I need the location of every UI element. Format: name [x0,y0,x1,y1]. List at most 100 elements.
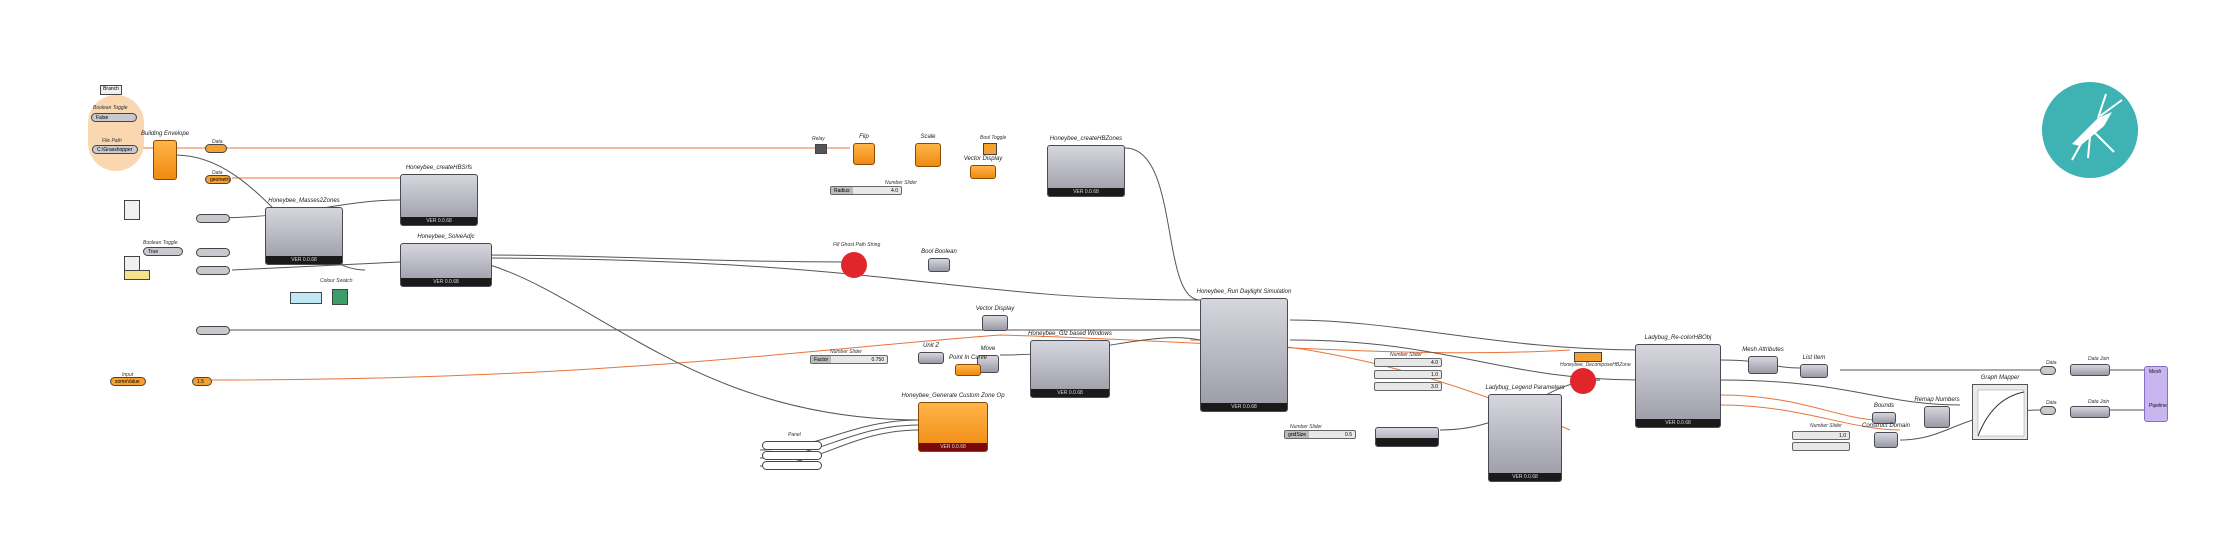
data-param[interactable] [205,144,227,153]
data-title: Data [2046,360,2057,366]
error-marker [841,252,867,278]
boolean-toggle-label: Boolean Toggle [143,240,178,246]
toggle-label: Boolean Toggle [93,105,128,111]
input-param[interactable]: someValue [110,377,146,386]
version-footer: VER 0.0.68 [1031,389,1109,397]
graph-mapper[interactable]: Graph Mapper [1972,375,2028,440]
number-slider[interactable]: gridSize 0.5 [1284,430,1356,439]
version-footer: VER 0.0.68 [919,443,987,451]
tiny-component[interactable] [1375,427,1439,447]
point-in-curve-component[interactable]: Point In Curve [949,355,987,376]
data-param[interactable]: 1.5 [192,377,212,386]
version-footer: VER 0.0.68 [266,256,342,264]
fill-ids-label: Fill Ghost Path String [833,242,881,248]
building-envelope-component[interactable]: Building Envelope [141,131,189,180]
version-footer: VER 0.0.68 [401,278,491,286]
data-param[interactable]: geometry [205,175,231,184]
version-footer: VER 0.0.68 [401,217,477,225]
remap-numbers-component[interactable]: Remap Numbers [1914,397,1960,428]
wire-data [489,264,921,421]
honeybee-glz-windows-component[interactable]: Honeybee_Glz based Windows VER 0.0.68 [1028,331,1112,398]
scale-component[interactable]: Scale [915,134,941,167]
number-slider[interactable]: Radius 4.0 [830,186,902,195]
colour-swatch[interactable] [290,292,322,304]
wire-data [1124,147,1201,301]
number-slider[interactable]: 1.0 [1374,370,1442,379]
panel-label: Panel [788,432,801,438]
mesh-attributes-component[interactable]: Mesh Attributes [1742,347,1784,374]
version-footer [1376,438,1438,446]
boolean-toggle-small[interactable] [124,200,140,220]
honeybee-solveadjc-component[interactable]: Honeybee_SolveAdjc VER 0.0.68 [400,234,492,287]
data-param[interactable] [196,214,230,223]
data-join-component[interactable] [2070,406,2110,418]
data-param[interactable] [2040,366,2056,375]
bool-boolean-component[interactable]: Bool Boolean [921,249,957,272]
group-title: Branch [100,85,122,95]
grasshopper-logo [2042,82,2138,178]
data-title: Data [212,139,223,145]
version-footer: VER 0.0.68 [1201,403,1287,411]
file-path-param[interactable]: C:\Grasshopper [92,145,138,154]
honeybee-createhbzones-component[interactable]: Honeybee_createHBZones VER 0.0.68 [1047,136,1125,197]
unit-z-component[interactable]: Unit Z [918,343,944,364]
honeybee-run-daylight-component[interactable]: Honeybee_Run Daylight Simulation VER 0.0… [1196,289,1292,412]
path-label: File Path [102,138,122,144]
number-slider[interactable]: 1.0 [1792,431,1850,440]
construct-domain-component[interactable]: Construct Domain [1862,423,1910,448]
number-slider[interactable]: Factor 0.750 [810,355,888,364]
data-join-component[interactable] [2070,364,2110,376]
slider-label: Number Slider [885,180,917,186]
wire-orange [211,334,1571,381]
vector-display-component[interactable]: Vector Display [976,306,1014,331]
wire-data [469,254,851,263]
ladybug-recolor-component[interactable]: Ladybug_Re-colorHBObj VER 0.0.68 [1635,335,1721,428]
data-title: Data [212,170,223,176]
boolean-toggle[interactable]: True [143,247,183,256]
version-footer: VER 0.0.68 [1489,473,1561,481]
honeybee-createhbsrfs-component[interactable]: Honeybee_createHBSrfs VER 0.0.68 [400,165,478,226]
graph-curve-icon [1977,389,2025,437]
list-item-component[interactable]: List Item [1800,355,1828,378]
data-join-label: Data Join [2088,356,2110,362]
toggle-indicator [124,270,150,280]
data-param[interactable] [196,326,230,335]
ladybug-legend-parameters-component[interactable]: Ladybug_Legend Parameters VER 0.0.68 [1485,385,1565,482]
mesh-param[interactable]: Mesh Pipeline [2144,366,2168,422]
colour-swatch-icon [332,289,348,305]
flip-component[interactable]: Flip [853,134,875,165]
panel-param[interactable] [762,441,822,450]
relay-label: Relay [812,136,825,142]
slider-label: Number Slider [1810,423,1842,429]
decompose-label: Honeybee_DecomposeHBZone [1560,362,1631,368]
input-label: Input [122,372,134,378]
bool-node[interactable] [983,143,997,155]
slider-label: Number Slider [1290,424,1322,430]
version-footer: VER 0.0.68 [1048,188,1124,196]
relay-node[interactable] [815,144,827,154]
honeybee-masses2zones-component[interactable]: Honeybee_Masses2Zones VER 0.0.68 [265,198,343,265]
wire-data [1289,319,1641,351]
slider-label: Number Slider [830,349,862,355]
version-footer: VER 0.0.68 [1636,419,1720,427]
toggle-group[interactable] [88,95,144,171]
panel-param[interactable] [762,451,822,460]
number-slider[interactable]: 4.0 [1374,358,1442,367]
data-param[interactable] [196,248,230,257]
vector-display-component[interactable]: Vector Display [964,156,1002,179]
data-param[interactable] [2040,406,2056,415]
bounds-component[interactable]: Bounds [1872,403,1896,424]
panel-param[interactable] [762,461,822,470]
data-join-label: Data Join [2088,399,2110,405]
decompose-node[interactable] [1574,352,1602,362]
number-slider[interactable]: 3.0 [1374,382,1442,391]
data-param[interactable] [196,266,230,275]
boolean-toggle[interactable]: False [91,113,137,122]
slider-label: Number Slider [1390,352,1422,358]
error-marker [1570,368,1596,394]
data-title: Data [2046,400,2057,406]
honeybee-generate-zone-component[interactable]: Honeybee_Generate Custom Zone Op VER 0.0… [901,393,1005,452]
number-slider[interactable] [1792,442,1850,451]
colour-swatch-label: Colour Swatch [320,278,353,284]
